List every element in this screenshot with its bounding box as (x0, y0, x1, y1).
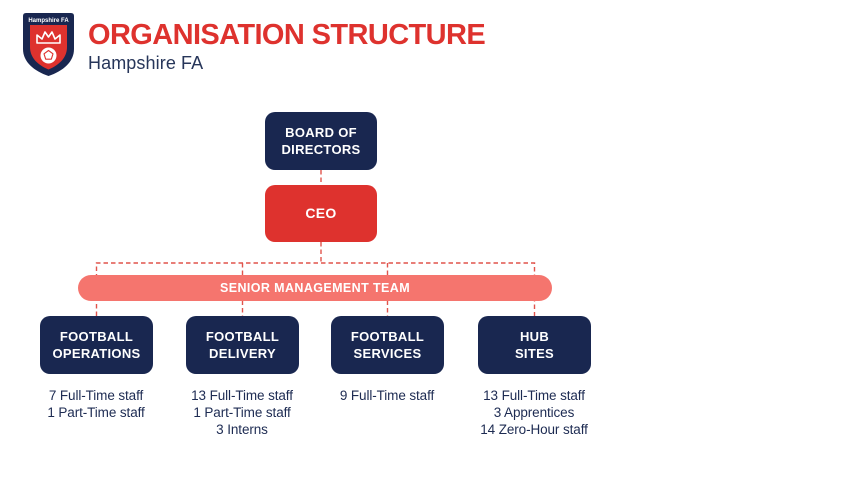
crest-logo-text: Hampshire FA (28, 18, 69, 24)
node-label-line: DIRECTORS (281, 142, 361, 157)
staff-line: 9 Full-Time staff (339, 388, 435, 403)
node-hub-sites: HUB SITES (478, 316, 591, 374)
staff-line: 3 Interns (216, 422, 268, 437)
staff-list-football-services: 9 Full-Time staff (302, 387, 472, 404)
node-label-line: FOOTBALL (350, 329, 425, 344)
staff-line: 1 Part-Time staff (193, 405, 291, 420)
node-label-line: SERVICES (353, 346, 422, 361)
node-label-line: SITES (514, 346, 555, 361)
rose-icon (40, 47, 57, 64)
staff-line: 13 Full-Time staff (483, 388, 585, 403)
node-ceo: CEO (265, 185, 377, 242)
bar-senior-management-team: SENIOR MANAGEMENT TEAM (78, 275, 552, 301)
staff-line: 14 Zero-Hour staff (480, 422, 588, 437)
staff-list-football-delivery: 13 Full-Time staff 1 Part-Time staff 3 I… (157, 387, 327, 438)
page-title: ORGANISATION STRUCTURE (88, 19, 486, 51)
node-label-line: OPERATIONS (52, 346, 141, 361)
node-football-delivery: FOOTBALL DELIVERY (186, 316, 299, 374)
node-label-line: FOOTBALL (205, 329, 280, 344)
staff-line: 7 Full-Time staff (48, 388, 144, 403)
node-label-line: FOOTBALL (59, 329, 134, 344)
staff-line: 1 Part-Time staff (47, 405, 145, 420)
header: Hampshire FA ORGANISATION STRUCTURE Hamp… (22, 12, 486, 77)
node-football-services: FOOTBALL SERVICES (331, 316, 444, 374)
node-label-line: HUB (519, 329, 550, 344)
node-football-operations: FOOTBALL OPERATIONS (40, 316, 153, 374)
crown-icon (36, 31, 61, 44)
staff-line: 3 Apprentices (493, 405, 575, 420)
staff-list-hub-sites: 13 Full-Time staff 3 Apprentices 14 Zero… (449, 387, 619, 438)
hampshire-fa-crest-logo: Hampshire FA (23, 13, 74, 76)
node-board-of-directors: BOARD OF DIRECTORS (265, 112, 377, 170)
staff-list-football-operations: 7 Full-Time staff 1 Part-Time staff (11, 387, 181, 421)
page-subtitle: Hampshire FA (88, 53, 204, 73)
node-label-line: DELIVERY (209, 346, 276, 361)
header-text: ORGANISATION STRUCTURE Hampshire FA (88, 12, 486, 77)
node-label-line: BOARD OF (285, 125, 357, 140)
rose-petal-lines (43, 49, 54, 60)
staff-line: 13 Full-Time staff (191, 388, 293, 403)
bar-label: SENIOR MANAGEMENT TEAM (219, 281, 411, 295)
node-label-line: CEO (305, 205, 337, 221)
